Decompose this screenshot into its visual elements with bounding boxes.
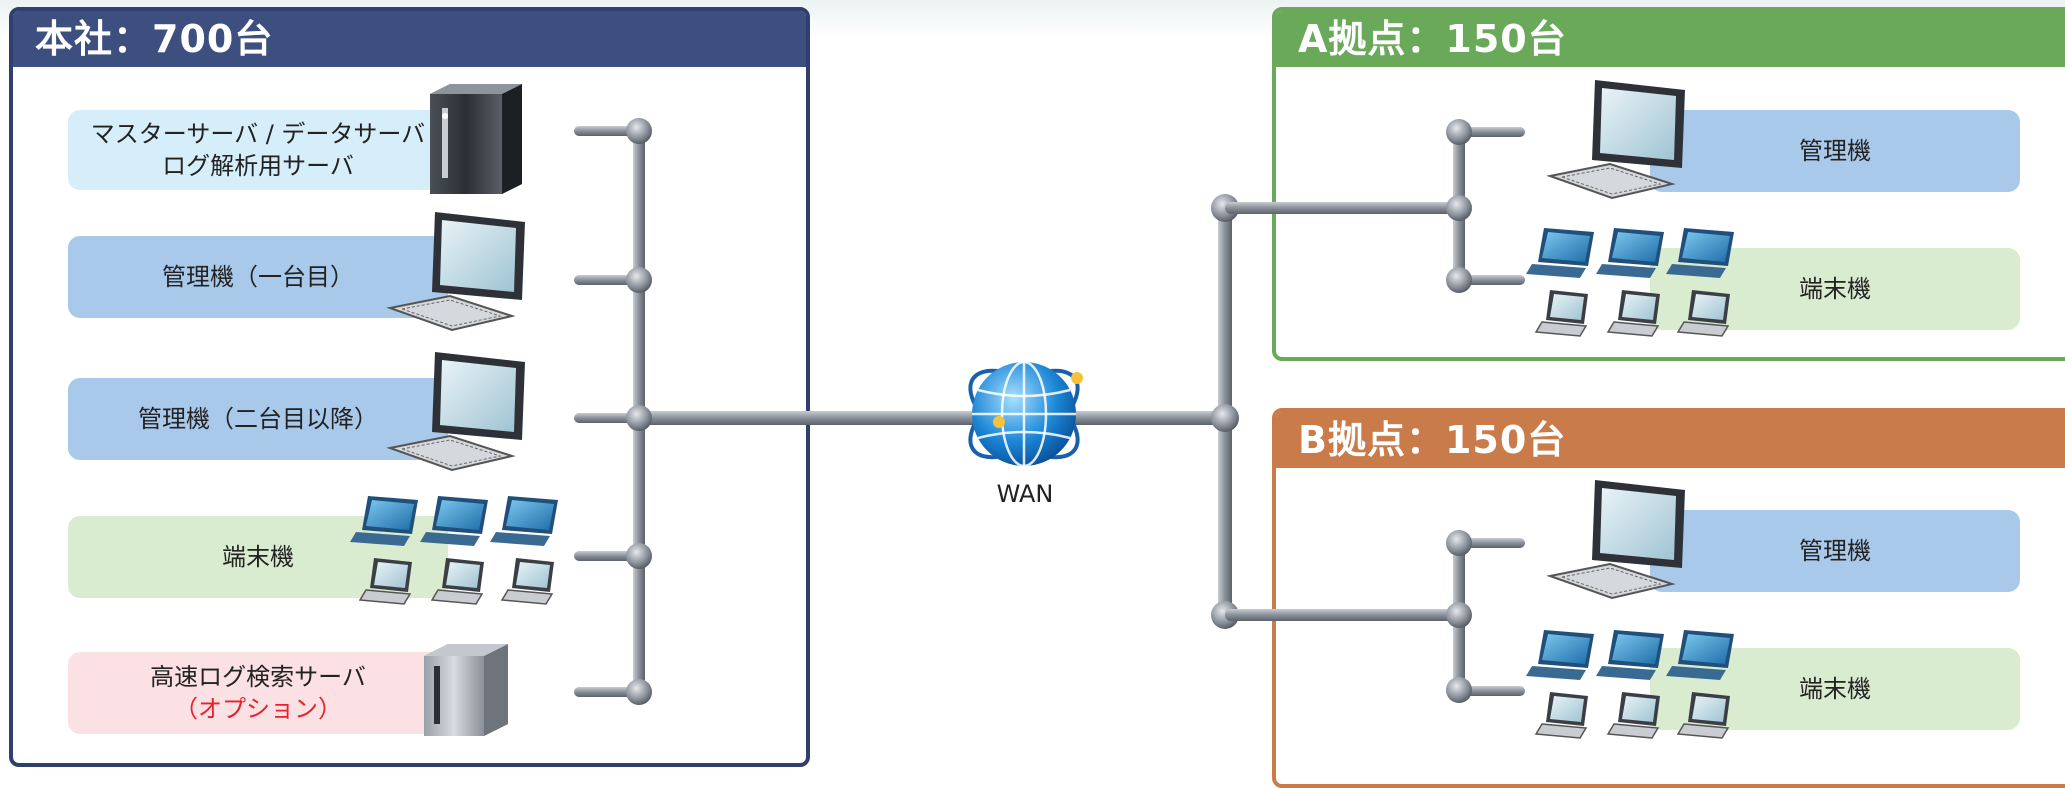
site-a-label-admin: 管理機 [1650, 110, 2020, 192]
hq-label-search-server-line1: 高速ログ検索サーバ [150, 663, 366, 691]
hq-label-terminal-text: 端末機 [222, 543, 294, 571]
server-tower-icon [430, 84, 522, 194]
hq-node-5 [626, 679, 652, 705]
site-a-node-1 [1446, 119, 1472, 145]
site-b-link [1225, 609, 1460, 621]
laptop-group-icon [350, 496, 558, 605]
hq-label-admin-second: 管理機（二台目以降） [68, 378, 448, 460]
hq-label-master-server-line2: ログ解析用サーバ [162, 152, 354, 180]
hq-node-2 [626, 267, 652, 293]
laptop-group-icon [1526, 228, 1734, 337]
desktop-computer-icon [386, 352, 525, 472]
site-a-node-3 [1446, 267, 1472, 293]
hq-label-master-server-line1: マスターサーバ / データサーバ [90, 120, 426, 148]
site-a-stub-1 [1459, 127, 1525, 137]
hq-stub-2 [574, 275, 640, 285]
site-a-stub-2 [1459, 275, 1525, 285]
hq-label-admin-first: 管理機（一台目） [68, 236, 448, 318]
site-b-stub-2 [1459, 686, 1525, 696]
site-b-node-2 [1446, 602, 1472, 628]
site-a-title: A拠点：150台 [1276, 11, 2065, 67]
site-b-label-admin: 管理機 [1650, 510, 2020, 592]
network-diagram [350, 80, 1734, 739]
hq-node-1 [626, 118, 652, 144]
site-b-node-3 [1446, 677, 1472, 703]
hq-stub-5 [574, 687, 640, 697]
laptop-group-icon [1526, 630, 1734, 739]
hq-stub-4 [574, 551, 640, 561]
headquarters-title: 本社：700台 [13, 11, 806, 67]
site-b-title: B拠点：150台 [1276, 412, 2065, 468]
hq-label-search-server-option: （オプション） [173, 695, 342, 723]
hq-label-search-server: 高速ログ検索サーバ （オプション） [68, 652, 448, 734]
server-small-icon [424, 644, 508, 736]
hq-label-admin-first-text: 管理機（一台目） [162, 263, 354, 291]
site-b-stub-1 [1459, 538, 1525, 548]
desktop-computer-icon [1546, 480, 1685, 600]
site-a-label-terminal-text: 端末機 [1799, 275, 1871, 303]
hq-node-3 [626, 405, 652, 431]
hq-stub-1 [574, 126, 640, 136]
site-b-node-1 [1446, 530, 1472, 556]
sites-trunk-node [1211, 404, 1239, 432]
site-a-node-2 [1446, 195, 1472, 221]
site-b-label-admin-text: 管理機 [1799, 537, 1871, 565]
desktop-computer-icon [1546, 80, 1685, 200]
wan-trunk-line [640, 411, 1220, 425]
hq-label-master-server: マスターサーバ / データサーバ ログ解析用サーバ [68, 110, 448, 190]
desktop-computer-icon [386, 212, 525, 332]
globe-network-icon [968, 360, 1083, 468]
site-b-label-terminal-text: 端末機 [1799, 675, 1871, 703]
hq-label-admin-second-text: 管理機（二台目以降） [138, 405, 378, 433]
site-a-link [1225, 202, 1460, 214]
hq-stub-3 [574, 413, 640, 423]
hq-node-4 [626, 543, 652, 569]
site-a-label-admin-text: 管理機 [1799, 137, 1871, 165]
wan-label: WAN [996, 480, 1054, 508]
